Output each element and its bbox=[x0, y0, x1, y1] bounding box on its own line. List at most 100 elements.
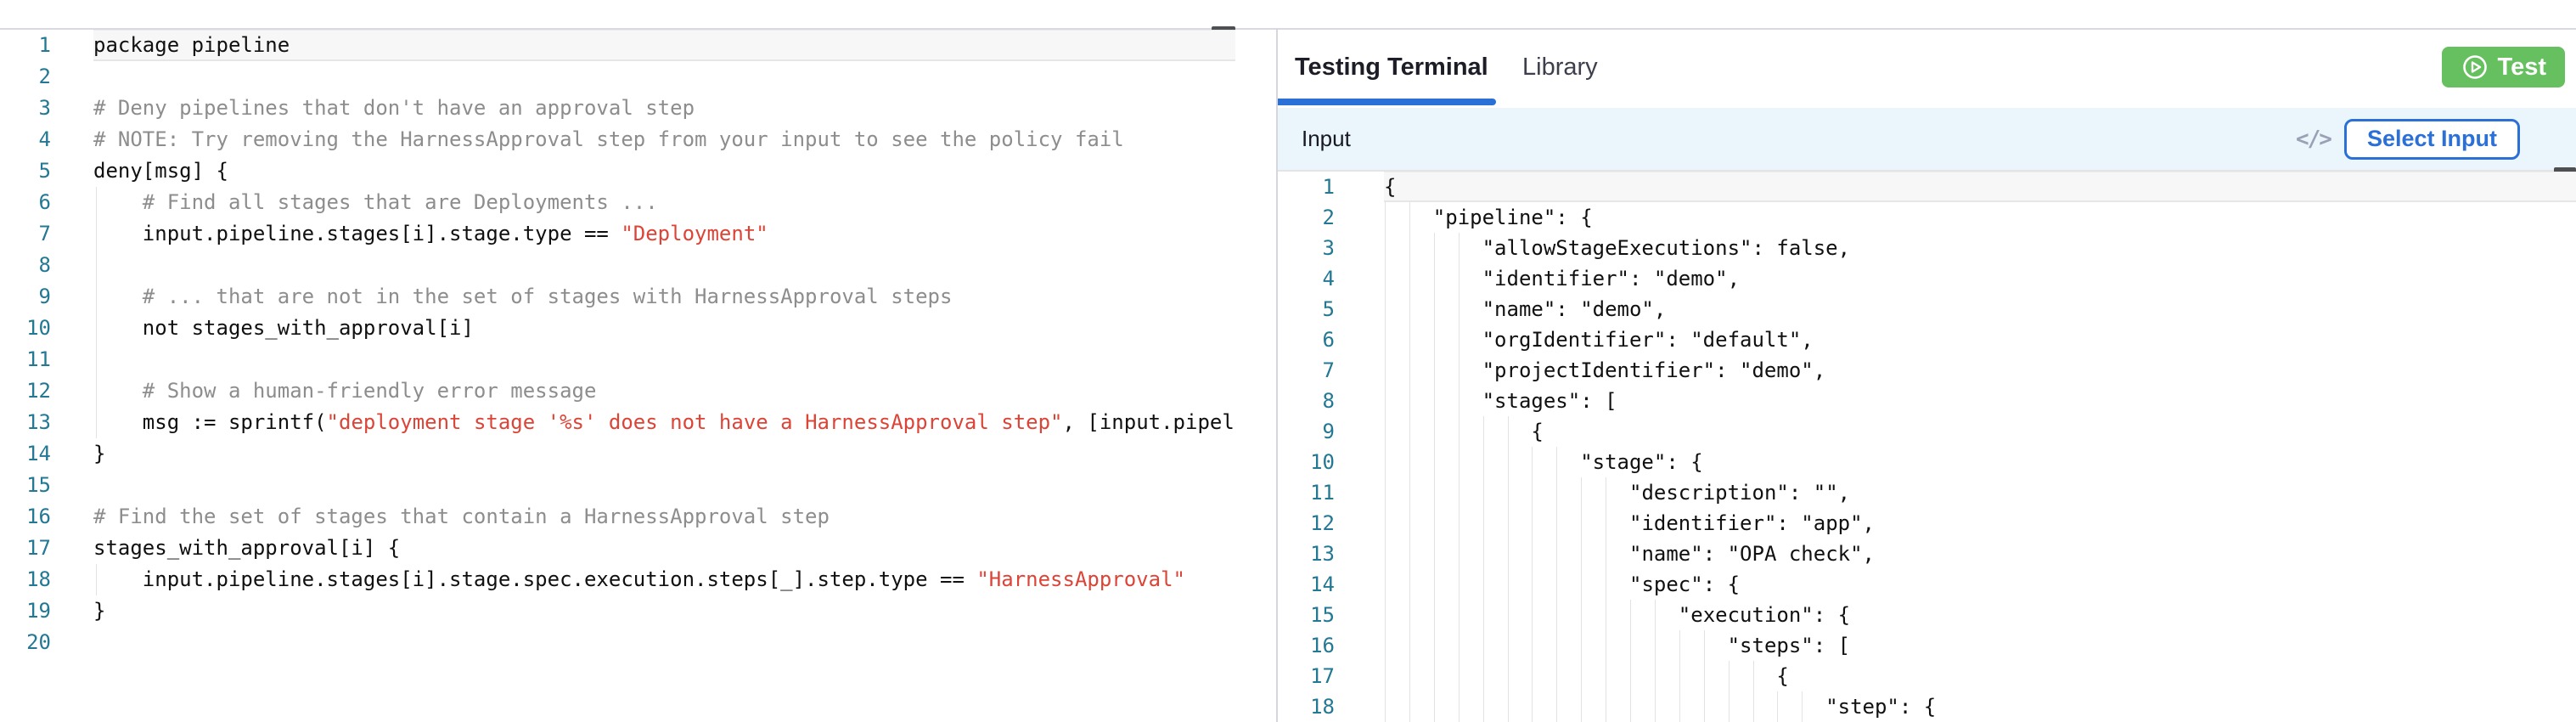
code-text: "identifier": "app", bbox=[1629, 511, 1875, 535]
indent-guide bbox=[1458, 661, 1460, 691]
indent-guide bbox=[1385, 386, 1386, 416]
indent-guide bbox=[1385, 416, 1386, 447]
indent-guide bbox=[1409, 263, 1410, 294]
indent-guide bbox=[1433, 691, 1435, 722]
code-text: "identifier": "demo", bbox=[1482, 267, 1741, 290]
line-number: 6 bbox=[38, 190, 51, 214]
indent-guide bbox=[1752, 661, 1754, 691]
line-number: 16 bbox=[26, 505, 51, 528]
tab-library[interactable]: Library bbox=[1522, 54, 1598, 81]
testing-panel: Testing Terminal Library Test Input </> … bbox=[1278, 30, 2576, 172]
code-line: 2"pipeline": { bbox=[1278, 202, 2576, 233]
indent-guide bbox=[1385, 355, 1386, 386]
indent-guide bbox=[1409, 324, 1410, 355]
indent-guide bbox=[1507, 539, 1509, 569]
collapse-input-editor-icon[interactable] bbox=[2554, 167, 2576, 173]
indent-guide bbox=[1433, 386, 1435, 416]
line-number: 1 bbox=[1322, 175, 1335, 199]
indent-guide bbox=[1433, 447, 1435, 477]
indent-guide bbox=[1581, 508, 1583, 539]
indent-guide bbox=[1433, 294, 1435, 324]
play-circle-icon bbox=[2461, 53, 2489, 82]
code-line: 18"step": { bbox=[1278, 691, 2576, 722]
code-text: not stages_with_approval[i] bbox=[142, 316, 474, 340]
code-line: 17{ bbox=[1278, 661, 2576, 691]
indent-guide bbox=[1482, 447, 1484, 477]
code-line: 12"identifier": "app", bbox=[1278, 508, 2576, 539]
line-number: 4 bbox=[1322, 267, 1335, 290]
indent-guide bbox=[1385, 600, 1386, 630]
code-text: "description": "", bbox=[1629, 481, 1851, 505]
code-text: "projectIdentifier": "demo", bbox=[1482, 358, 1826, 382]
indent-guide bbox=[1679, 661, 1680, 691]
indent-guide bbox=[1409, 233, 1410, 263]
line-number: 5 bbox=[1322, 297, 1335, 321]
indent-guide bbox=[96, 375, 97, 407]
indent-guide bbox=[1532, 508, 1533, 539]
indent-guide bbox=[1458, 355, 1460, 386]
indent-guide bbox=[1409, 202, 1410, 233]
indent-guide bbox=[1458, 386, 1460, 416]
indent-guide bbox=[1556, 691, 1558, 722]
input-editor-top-border bbox=[1278, 170, 2576, 172]
active-tab-underline bbox=[1278, 99, 1496, 105]
code-line: 4# NOTE: Try removing the HarnessApprova… bbox=[0, 124, 1235, 155]
line-number: 13 bbox=[1310, 542, 1335, 566]
indent-guide bbox=[1385, 569, 1386, 600]
line-number: 14 bbox=[1310, 573, 1335, 596]
indent-guide bbox=[1433, 233, 1435, 263]
code-line: 16# Find the set of stages that contain … bbox=[0, 501, 1235, 533]
code-text: "steps": [ bbox=[1727, 634, 1851, 657]
indent-guide bbox=[1532, 539, 1533, 569]
code-line: 15"execution": { bbox=[1278, 600, 2576, 630]
indent-guide bbox=[1385, 447, 1386, 477]
code-view-icon[interactable]: </> bbox=[2296, 126, 2332, 152]
code-text: # Deny pipelines that don't have an appr… bbox=[93, 96, 695, 120]
indent-guide bbox=[1654, 630, 1656, 661]
indent-guide bbox=[1507, 477, 1509, 508]
indent-guide bbox=[1581, 539, 1583, 569]
indent-guide bbox=[1409, 508, 1410, 539]
line-number: 17 bbox=[1310, 664, 1335, 688]
code-line: 3# Deny pipelines that don't have an app… bbox=[0, 93, 1235, 124]
indent-guide bbox=[1458, 263, 1460, 294]
tab-testing-terminal[interactable]: Testing Terminal bbox=[1295, 54, 1488, 81]
indent-guide bbox=[1630, 691, 1631, 722]
code-text: } bbox=[93, 442, 106, 465]
indent-guide bbox=[1409, 539, 1410, 569]
indent-guide bbox=[1556, 661, 1558, 691]
code-text: input.pipeline.stages[i].stage.spec.exec… bbox=[142, 567, 1185, 591]
indent-guide bbox=[1458, 539, 1460, 569]
tab-bar: Testing Terminal Library Test bbox=[1278, 30, 2576, 108]
indent-guide bbox=[96, 187, 97, 218]
indent-guide bbox=[1630, 661, 1631, 691]
code-text: "stage": { bbox=[1580, 450, 1703, 474]
code-line: 9# ... that are not in the set of stages… bbox=[0, 281, 1235, 313]
indent-guide bbox=[96, 564, 97, 595]
panel-divider[interactable] bbox=[1276, 28, 1278, 722]
test-button[interactable]: Test bbox=[2441, 47, 2565, 87]
indent-guide bbox=[1532, 600, 1533, 630]
indent-guide bbox=[1532, 630, 1533, 661]
indent-guide bbox=[1482, 630, 1484, 661]
input-json-editor[interactable]: 1{2"pipeline": {3"allowStageExecutions":… bbox=[1278, 172, 2576, 722]
code-line: 14} bbox=[0, 438, 1235, 470]
indent-guide bbox=[1385, 294, 1386, 324]
collapse-left-editor-icon[interactable] bbox=[1212, 26, 1235, 32]
indent-guide bbox=[1728, 691, 1730, 722]
indent-guide bbox=[1532, 569, 1533, 600]
code-text: "spec": { bbox=[1629, 573, 1741, 596]
line-number: 3 bbox=[1322, 236, 1335, 260]
code-line: 1{ bbox=[1278, 172, 2576, 202]
indent-guide bbox=[1581, 661, 1583, 691]
indent-guide bbox=[1385, 661, 1386, 691]
input-header-bar: Input </> Select Input bbox=[1278, 108, 2576, 170]
indent-guide bbox=[1482, 600, 1484, 630]
code-line: 5"name": "demo", bbox=[1278, 294, 2576, 324]
select-input-button[interactable]: Select Input bbox=[2343, 118, 2520, 160]
indent-guide bbox=[1458, 447, 1460, 477]
